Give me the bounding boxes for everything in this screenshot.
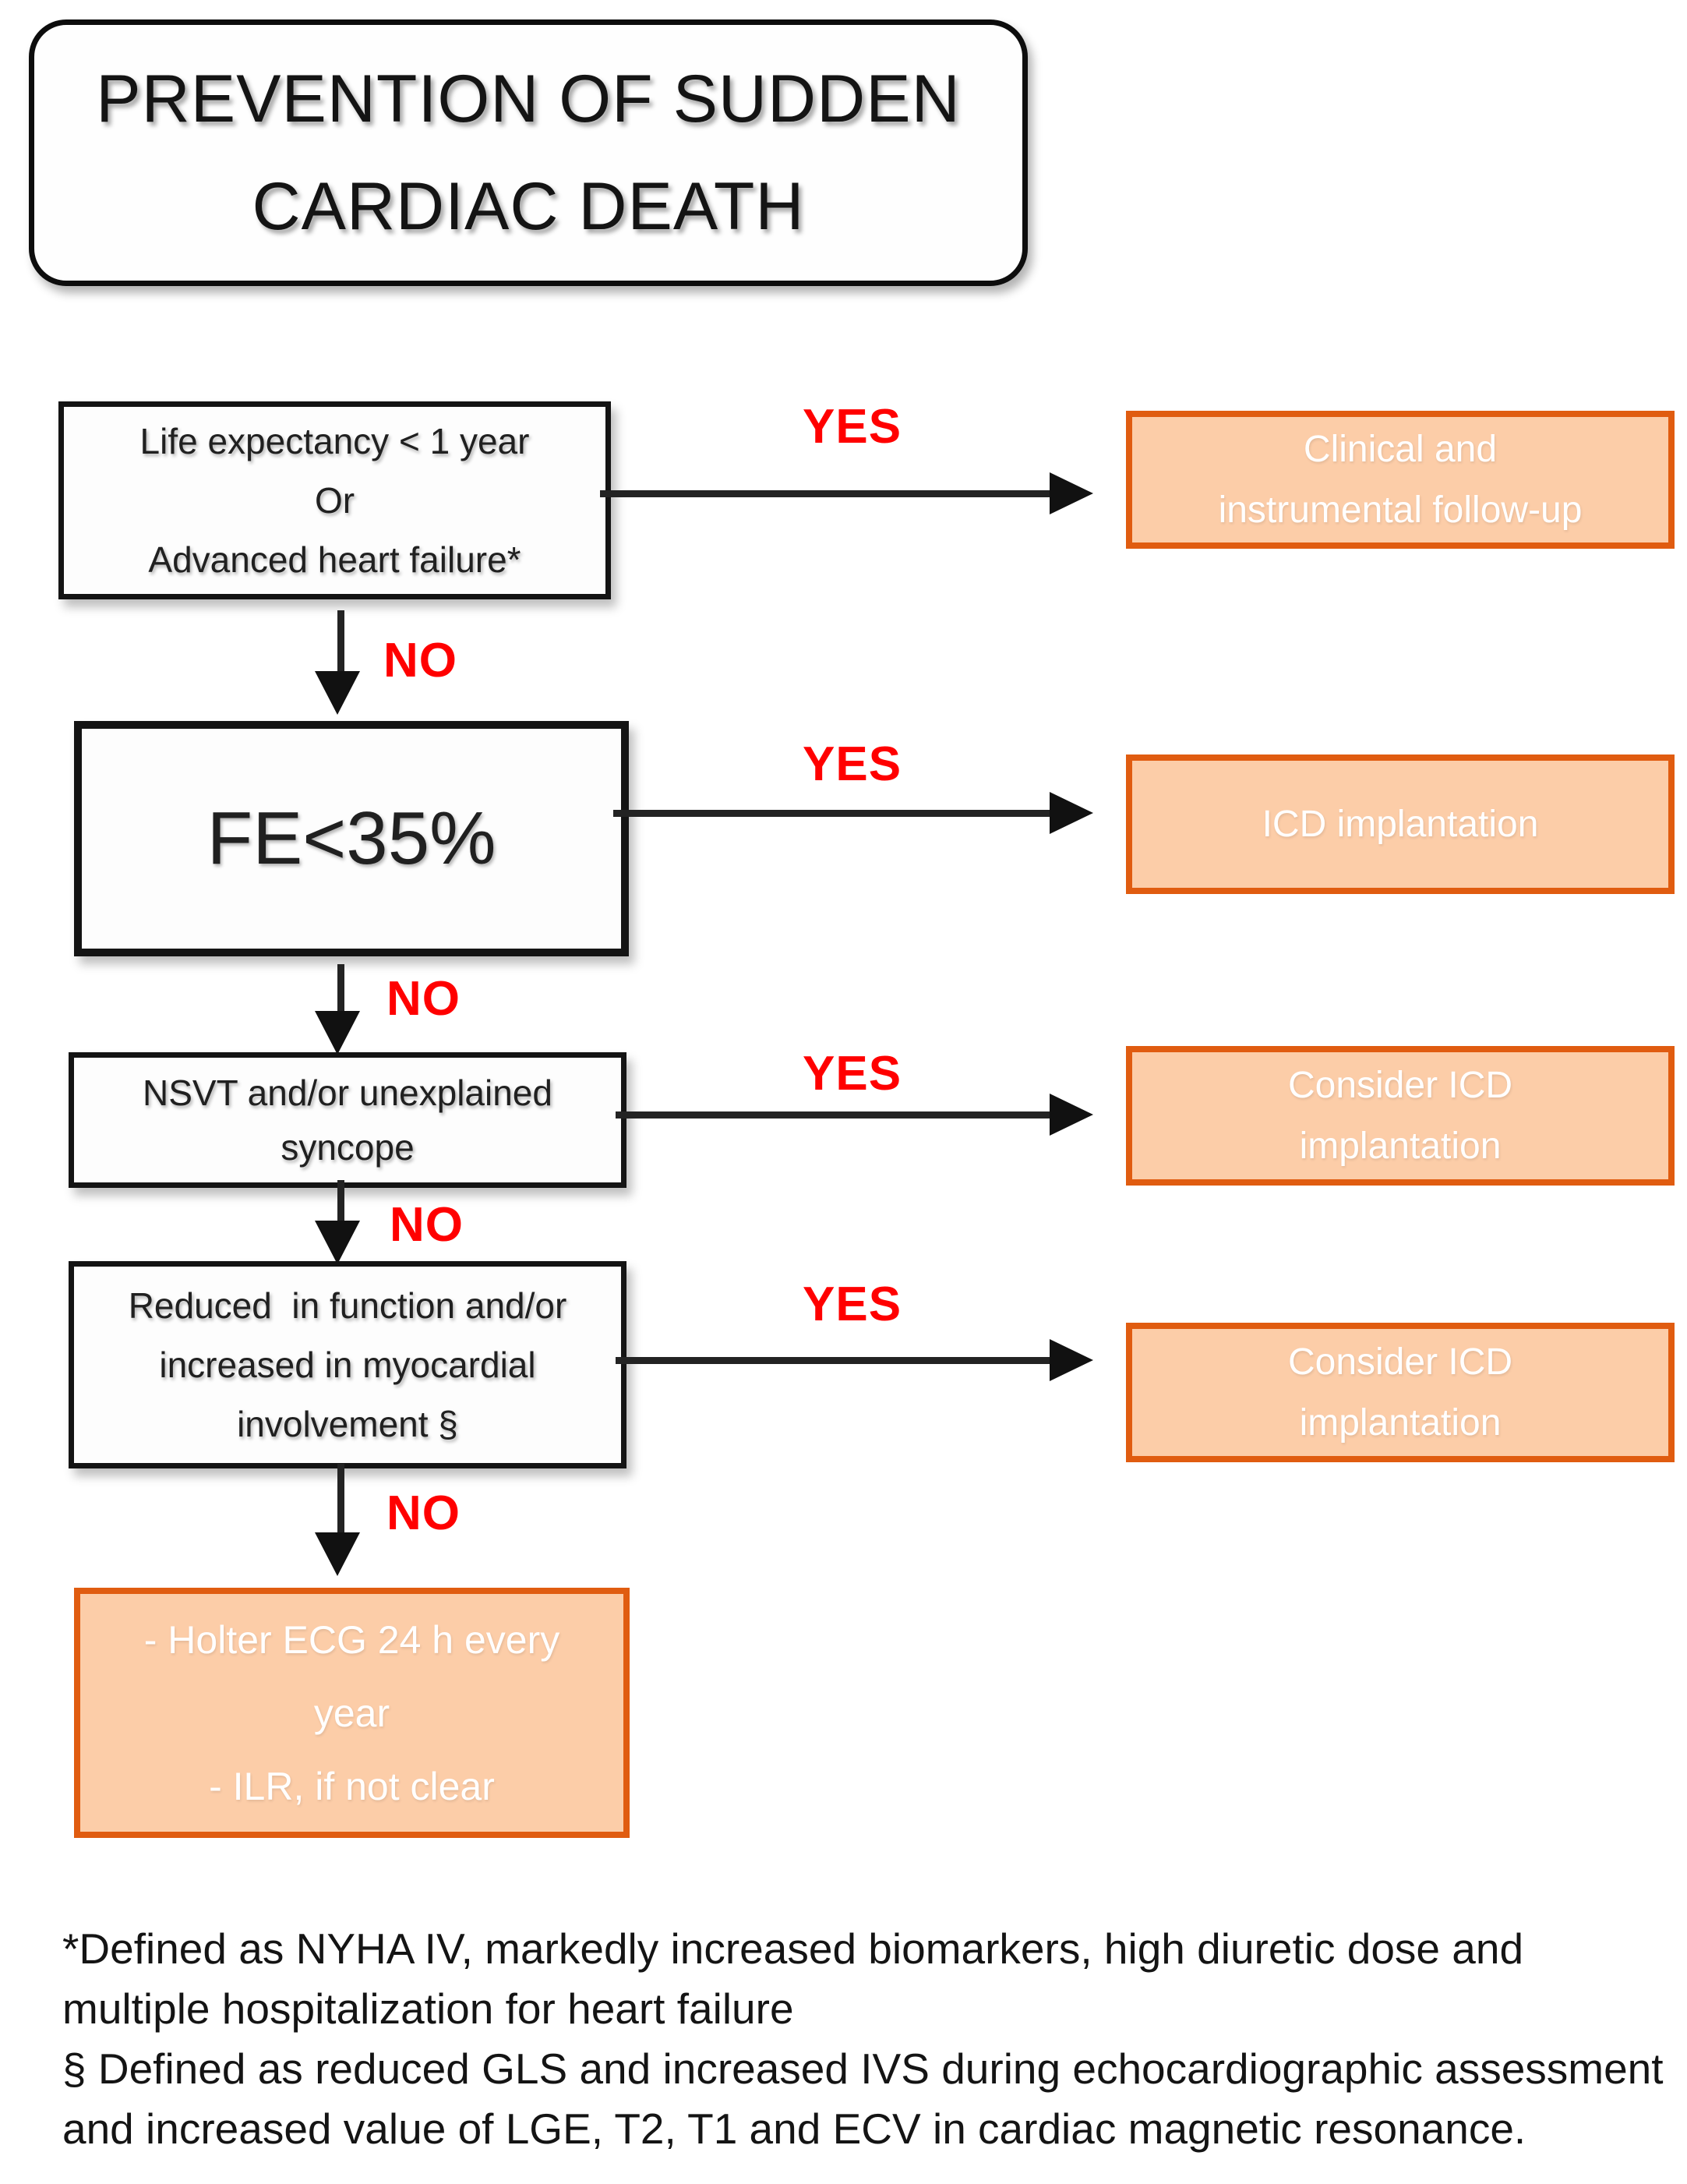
- yes-label-3: YES: [803, 1047, 902, 1101]
- decision-line: Or: [314, 480, 355, 521]
- decision-line: increased in myocardial: [159, 1345, 536, 1385]
- no-arrow-3-head: [315, 1221, 360, 1264]
- decision-box-reduced-function: Reduced in function and/or increased in …: [69, 1261, 626, 1468]
- yes-arrow-1-line: [600, 490, 1050, 497]
- action-line: Consider ICD: [1287, 1064, 1513, 1106]
- yes-arrow-1-head: [1050, 472, 1093, 514]
- decision-line: Life expectancy < 1 year: [139, 421, 530, 461]
- yes-label-1: YES: [803, 400, 902, 454]
- yes-label-2: YES: [803, 737, 902, 791]
- footnote-line-3: § Defined as reduced GLS and increased I…: [62, 2044, 1664, 2093]
- action-line: - Holter ECG 24 h every: [143, 1617, 560, 1662]
- decision-line: FE<35%: [206, 797, 496, 880]
- no-arrow-2-line: [337, 964, 344, 1011]
- footnote-line-2: multiple hospitalization for heart failu…: [62, 1984, 794, 2033]
- action-line: - ILR, if not clear: [209, 1764, 495, 1808]
- no-arrow-3-line: [337, 1180, 344, 1221]
- action-box-consider-icd-1: Consider ICD implantation: [1126, 1046, 1675, 1186]
- action-box-holter-ilr: - Holter ECG 24 h every year - ILR, if n…: [74, 1588, 630, 1838]
- yes-arrow-4-head: [1050, 1339, 1093, 1381]
- action-line: Clinical and: [1303, 428, 1498, 470]
- action-line: year: [313, 1691, 390, 1735]
- yes-arrow-2-line: [613, 810, 1050, 817]
- decision-line: involvement §: [237, 1404, 458, 1444]
- yes-arrow-2-head: [1050, 792, 1093, 834]
- title-line-2: CARDIAC DEATH: [252, 169, 805, 244]
- yes-arrow-4-line: [616, 1357, 1050, 1364]
- no-arrow-1-head: [315, 671, 360, 715]
- footnotes: *Defined as NYHA IV, markedly increased …: [62, 1919, 1668, 2159]
- no-label-2: NO: [386, 972, 461, 1026]
- decision-box-life-expectancy: Life expectancy < 1 year Or Advanced hea…: [58, 401, 611, 599]
- title-line-1: PREVENTION OF SUDDEN: [96, 62, 961, 136]
- footnote-line-1: *Defined as NYHA IV, markedly increased …: [62, 1924, 1524, 1973]
- title-box: PREVENTION OF SUDDEN CARDIAC DEATH: [29, 19, 1028, 286]
- action-box-consider-icd-2: Consider ICD implantation: [1126, 1323, 1675, 1462]
- decision-line: NSVT and/or unexplained: [143, 1073, 552, 1113]
- no-label-4: NO: [386, 1486, 461, 1540]
- action-line: implantation: [1299, 1401, 1502, 1444]
- action-box-icd-implantation: ICD implantation: [1126, 755, 1675, 894]
- no-label-3: NO: [390, 1198, 464, 1252]
- action-line: Consider ICD: [1287, 1341, 1513, 1383]
- no-arrow-4-line: [337, 1464, 344, 1532]
- decision-box-nsvt-syncope: NSVT and/or unexplained syncope: [69, 1052, 626, 1188]
- action-line: implantation: [1299, 1125, 1502, 1167]
- decision-box-ejection-fraction: FE<35%: [74, 721, 629, 956]
- yes-arrow-3-head: [1050, 1094, 1093, 1136]
- no-arrow-4-head: [315, 1532, 360, 1576]
- action-line: ICD implantation: [1262, 803, 1539, 845]
- no-arrow-1-line: [337, 610, 344, 671]
- decision-line: syncope: [281, 1127, 415, 1168]
- action-line: instrumental follow-up: [1218, 489, 1583, 531]
- no-label-1: NO: [383, 634, 457, 687]
- action-box-clinical-followup: Clinical and instrumental follow-up: [1126, 411, 1675, 549]
- no-arrow-2-head: [315, 1011, 360, 1055]
- decision-line: Reduced in function and/or: [128, 1285, 567, 1326]
- yes-arrow-3-line: [616, 1111, 1050, 1119]
- footnote-line-4: and increased value of LGE, T2, T1 and E…: [62, 2104, 1526, 2153]
- decision-line: Advanced heart failure*: [148, 539, 521, 580]
- yes-label-4: YES: [803, 1278, 902, 1331]
